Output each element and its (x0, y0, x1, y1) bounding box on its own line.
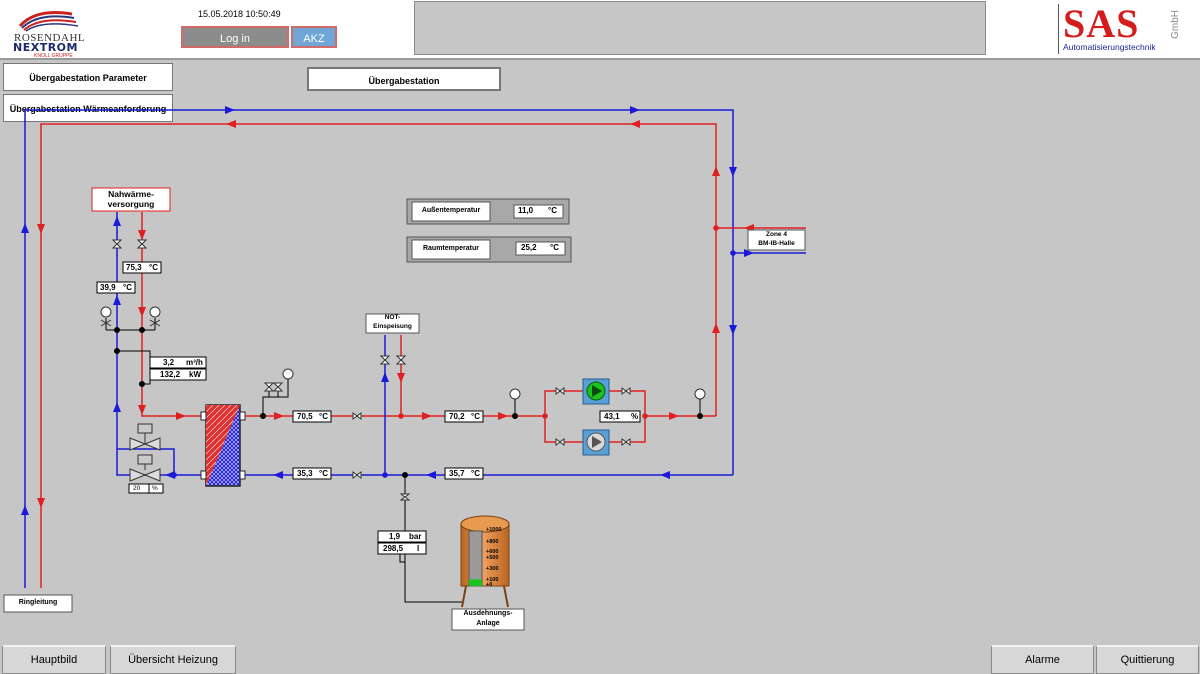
akz-button[interactable]: AKZ (291, 26, 337, 48)
login-button[interactable]: Log in (181, 26, 289, 48)
tank-scale-label: +0 (486, 582, 493, 588)
main-return-unit: °C (471, 469, 480, 478)
logo-text-rosendahl: ROSENDAHL (14, 32, 86, 44)
aussentemperatur-unit: °C (548, 206, 557, 215)
alarme-button[interactable]: Alarme (991, 645, 1094, 674)
primary-return-unit: °C (123, 283, 132, 292)
tank-scale-label: +1000 (486, 527, 502, 533)
tank-scale-label: +500 (486, 555, 499, 561)
raumtemperatur-unit: °C (550, 243, 559, 252)
pressure-value: 1,9 (389, 532, 401, 541)
sas-logo: SAS GmbH Automatisierungstechnik (1058, 1, 1183, 54)
power-unit: kW (189, 370, 201, 379)
valve-position-value: 20 (133, 485, 141, 492)
hauptbild-button[interactable]: Hauptbild (2, 645, 106, 674)
main-supply-unit: °C (471, 412, 480, 421)
header-bar: ROSENDAHL NEXTROM KNOLL GRUPPE 15.05.201… (0, 0, 1200, 60)
tank-scale-label: +600 (486, 549, 499, 555)
logo-text-gruppe: KNOLL GRUPPE (34, 53, 73, 59)
ringleitung-label: Ringleitung (18, 599, 58, 606)
logo-swirl-icon (18, 11, 79, 32)
nahwaerme-label-1: Nahwärme- (108, 189, 154, 199)
ausdehnung-label-1: Ausdehnungs- (463, 610, 513, 617)
datetime-display: 15.05.2018 10:50:49 (198, 9, 281, 19)
quittierung-button[interactable]: Quittierung (1096, 645, 1199, 674)
logo-text-nextrom: NEXTROM (13, 41, 78, 54)
pump-speed-unit: % (631, 412, 639, 421)
uebersicht-heizung-button[interactable]: Übersicht Heizung (110, 645, 236, 674)
aussentemperatur-label: Außentemperatur (421, 207, 481, 214)
pump-speed-value: 43,1 (604, 412, 620, 421)
page-title: Übergabestation (307, 67, 501, 91)
message-area (414, 1, 986, 55)
valve-position-unit: % (152, 485, 158, 492)
volume-value: 298,5 (383, 544, 404, 553)
rosendahl-nextrom-logo: ROSENDAHL NEXTROM KNOLL GRUPPE (8, 4, 108, 59)
primary-supply-temp: 75,3 (126, 263, 142, 272)
primary-supply-unit: °C (149, 263, 158, 272)
not-label-2: Einspeisung (373, 323, 412, 330)
volume-unit: l (417, 544, 420, 553)
hx-return-temp: 35,3 (297, 469, 313, 478)
sas-logo-text: SAS (1063, 1, 1140, 46)
tank-scale-label: +100 (486, 577, 499, 583)
hx-supply-unit: °C (319, 412, 328, 421)
hx-supply-temp: 70,5 (297, 412, 313, 421)
flow-value: 3,2 (163, 358, 175, 367)
nahwaerme-label-2: versorgung (107, 199, 155, 209)
tank-scale-label: +300 (486, 566, 499, 572)
raumtemperatur-value: 25,2 (521, 243, 537, 252)
pressure-unit: bar (409, 532, 422, 541)
hx-return-unit: °C (319, 469, 328, 478)
aussentemperatur-value: 11,0 (518, 206, 534, 215)
not-label-1: NOT- (384, 314, 401, 321)
ausdehnung-label-2: Anlage (476, 620, 500, 627)
power-value: 132,2 (160, 370, 181, 379)
tank-scale-label: +800 (486, 539, 499, 545)
sas-logo-tagline: Automatisierungstechnik (1063, 42, 1156, 52)
main-return-temp: 35,7 (449, 469, 465, 478)
raumtemperatur-label: Raumtemperatur (422, 245, 479, 252)
parameter-button[interactable]: Übergabestation Parameter (3, 63, 173, 91)
tank-scale: +1000 +800 +600+500 +300 +100+0 (486, 527, 510, 589)
zone-label-2: BM-IB-Halle (758, 240, 795, 247)
zone-label-1: Zone 4 (766, 231, 787, 238)
primary-return-temp: 39,9 (100, 283, 116, 292)
main-supply-temp: 70,2 (449, 412, 465, 421)
flow-unit: m³/h (186, 358, 203, 367)
